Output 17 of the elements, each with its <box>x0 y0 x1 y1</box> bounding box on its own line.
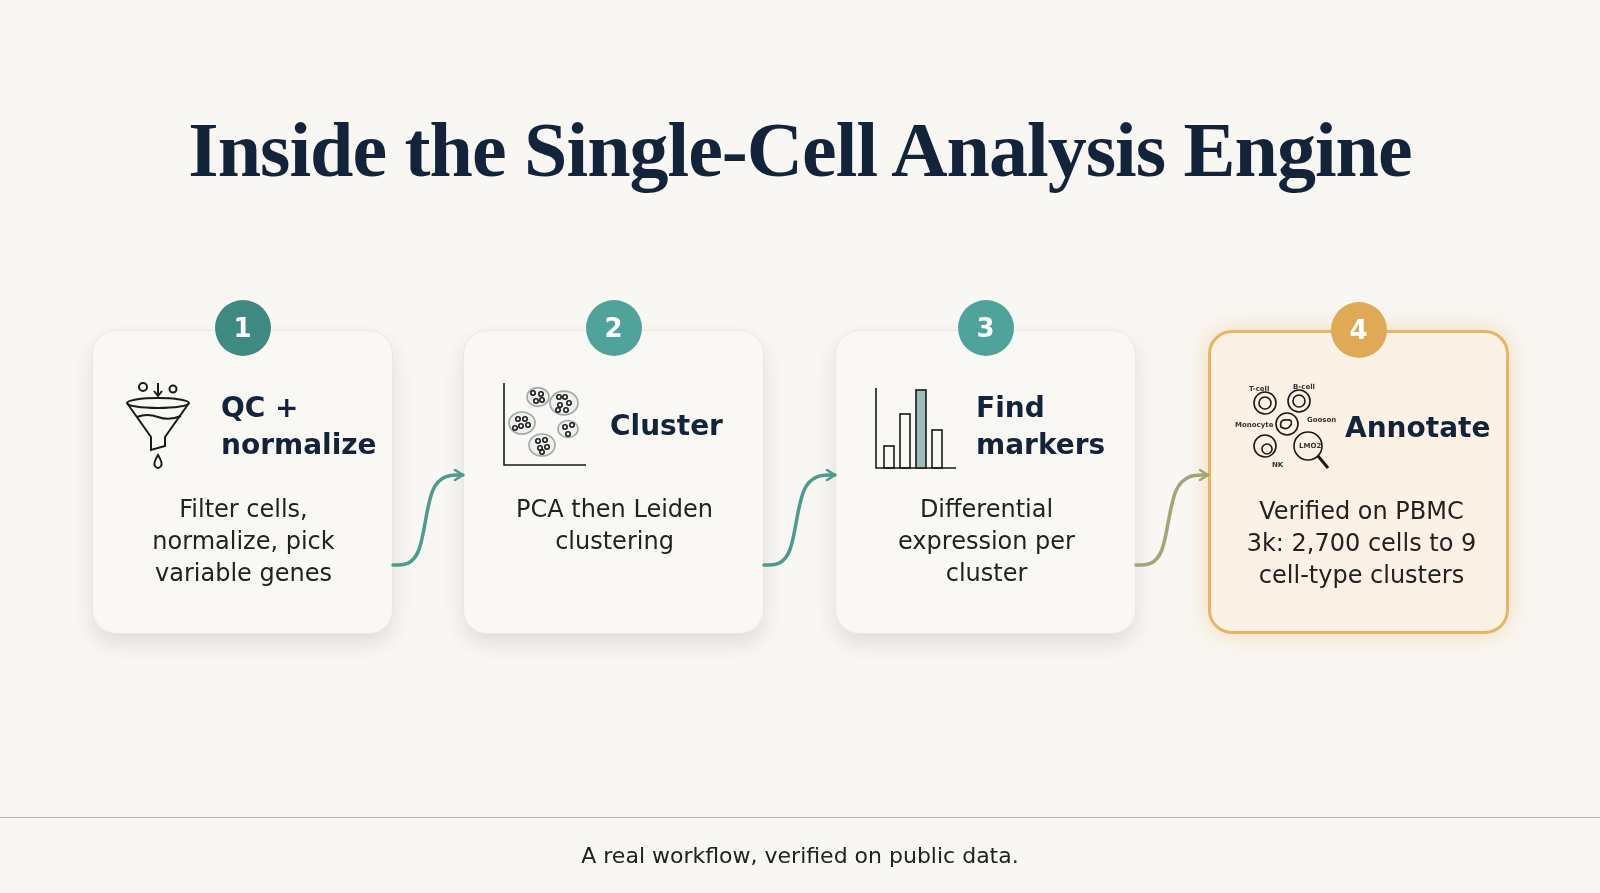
curved-arrow <box>1134 468 1210 567</box>
step-description: PCA then Leiden clustering <box>514 494 715 557</box>
step-description: Differential expression per cluster <box>897 494 1076 589</box>
step-title: Find markers <box>976 390 1107 463</box>
curved-arrow <box>762 468 837 567</box>
step-number-badge: 4 <box>1330 302 1387 358</box>
step-title: QC + normalize <box>221 390 378 463</box>
curved-arrow <box>391 468 465 567</box>
step-number-badge: 1 <box>214 300 271 356</box>
step-description: Filter cells, normalize, pick variable genes <box>151 494 336 589</box>
step-title: Annotate <box>1345 410 1492 446</box>
diagram-title: Inside the Single-Cell Analysis Engine <box>187 105 1413 195</box>
step-number-badge: 3 <box>957 300 1014 356</box>
step-description: Verified on PBMC 3k: 2,700 cells to 9 cell-type clusters <box>1245 496 1478 591</box>
step-title: Cluster <box>610 408 724 444</box>
step-number-badge: 2 <box>585 300 642 356</box>
caption: A real workflow, verified on public data. <box>580 843 1020 868</box>
